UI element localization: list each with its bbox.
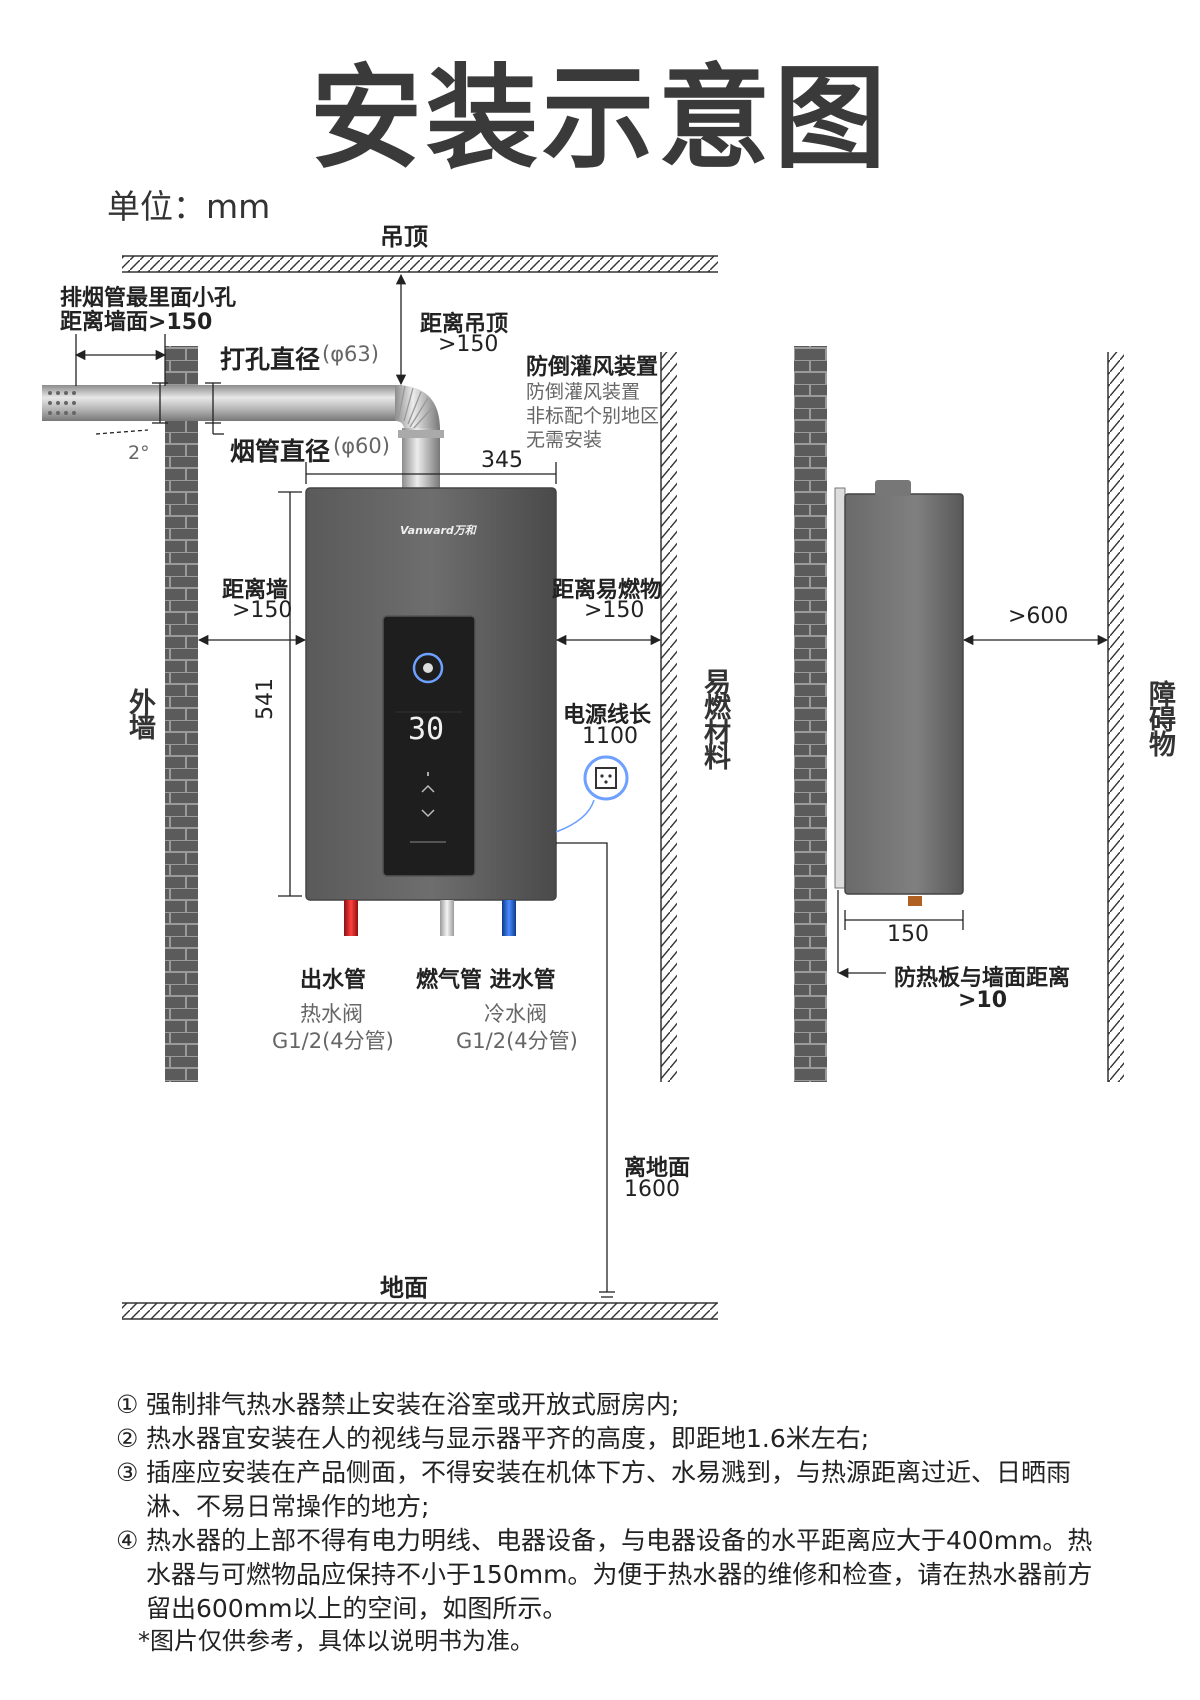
note-2: ② 热水器宜安装在人的视线与显示器平齐的高度，即距地1.6米左右; xyxy=(116,1422,1116,1456)
floor-distance-label-2: 1600 xyxy=(624,1177,680,1202)
wall-distance-label-2: >150 xyxy=(232,598,293,623)
water-heater-side xyxy=(834,480,964,906)
heat-shield-label-2: >10 xyxy=(958,988,1008,1013)
hot-valve-label: 热水阀 xyxy=(300,1002,363,1026)
temperature-display: 30 xyxy=(408,712,445,747)
gas-pipe xyxy=(440,900,454,936)
flue-hole-label-1: 排烟管最里面小孔 xyxy=(60,286,237,311)
wall-distance-label-1: 距离墙 xyxy=(222,578,289,603)
outlet-pipe-label: 出水管 xyxy=(300,968,367,993)
ceiling-label: 吊顶 xyxy=(380,223,428,251)
note-1: ① 强制排气热水器禁止安装在浴室或开放式厨房内; xyxy=(116,1388,1116,1422)
height-dimension: 541 xyxy=(253,678,278,720)
note-3: ③ 插座应安装在产品侧面，不得安装在机体下方、水易溅到，与热源距离过近、日晒雨淋… xyxy=(116,1456,1116,1524)
flammable-distance-label-1: 距离易燃物 xyxy=(552,578,663,603)
power-cord-label-2: 1100 xyxy=(582,724,638,749)
width-dimension: 345 xyxy=(481,448,523,473)
power-outlet-icon xyxy=(555,755,629,833)
drill-diameter-value: (φ63) xyxy=(322,342,379,366)
cold-water-pipe xyxy=(502,900,516,936)
note-number: ③ xyxy=(116,1458,139,1487)
floor-hatch xyxy=(122,1302,718,1320)
hot-water-pipe xyxy=(344,900,358,936)
depth-dimension: 150 xyxy=(887,922,929,947)
outer-wall-bricks xyxy=(165,346,198,1082)
dimension-lines xyxy=(74,273,1109,1298)
installation-notes: ① 强制排气热水器禁止安装在浴室或开放式厨房内; ② 热水器宜安装在人的视线与显… xyxy=(116,1388,1116,1626)
flammable-distance-label-2: >150 xyxy=(584,598,645,623)
side-wall-bricks xyxy=(794,346,827,1082)
note-number: ② xyxy=(116,1424,139,1453)
drill-diameter-label: 打孔直径 xyxy=(220,345,321,374)
note-4: ④ 热水器的上部不得有电力明线、电器设备，与电器设备的水平距离应大于400mm。… xyxy=(116,1524,1116,1626)
angle-label: 2° xyxy=(128,442,150,464)
flue-diameter-value: (φ60) xyxy=(333,434,390,458)
flue-diameter-label: 烟管直径 xyxy=(230,437,331,466)
note-text: 插座应安装在产品侧面，不得安装在机体下方、水易溅到，与热源距离过近、日晒雨淋、不… xyxy=(146,1458,1072,1521)
note-text: 热水器宜安装在人的视线与显示器平齐的高度，即距地1.6米左右; xyxy=(146,1424,870,1453)
water-heater-front xyxy=(305,487,557,901)
unit-label: 单位：mm xyxy=(107,187,271,226)
note-number: ① xyxy=(116,1390,139,1419)
heat-shield-label-1: 防热板与墙面距离 xyxy=(894,966,1071,991)
page-title: 安装示意图 xyxy=(310,54,890,184)
floor-label: 地面 xyxy=(380,1274,428,1302)
anti-backdraft-title: 防倒灌风装置 xyxy=(526,355,659,380)
ceiling-hatch xyxy=(122,255,718,273)
ceiling-distance-label-1: 距离吊顶 xyxy=(420,312,509,337)
flue-hole-label-2: 距离墙面>150 xyxy=(60,310,213,335)
note-text: 强制排气热水器禁止安装在浴室或开放式厨房内; xyxy=(146,1390,680,1419)
flammable-material-label: 易燃材料 xyxy=(699,668,730,768)
anti-backdraft-line-1: 防倒灌风装置 xyxy=(526,381,641,403)
obstacle-label: 障碍物 xyxy=(1144,680,1175,755)
gas-inlet-pipe-label: 燃气管 进水管 xyxy=(416,968,556,993)
outer-wall-label: 外墙 xyxy=(124,688,155,738)
footnote: *图片仅供参考，具体以说明书为准。 xyxy=(138,1627,534,1655)
anti-backdraft-line-2: 非标配个别地区 xyxy=(526,405,660,427)
ceiling-distance-label-2: >150 xyxy=(438,332,499,357)
obstacle-wall-hatch xyxy=(1107,352,1124,1082)
flue-pipe xyxy=(42,385,444,488)
floor-distance-label-1: 离地面 xyxy=(624,1156,691,1181)
cold-valve-label: 冷水阀 xyxy=(484,1002,547,1026)
front-clearance-label: >600 xyxy=(1008,604,1069,629)
note-text: 热水器的上部不得有电力明线、电器设备，与电器设备的水平距离应大于400mm。热水… xyxy=(146,1526,1093,1623)
hot-valve-spec: G1/2(4分管) xyxy=(272,1029,394,1053)
note-number: ④ xyxy=(116,1526,139,1555)
anti-backdraft-line-3: 无需安装 xyxy=(526,429,603,451)
brand-logo: Vanward万和 xyxy=(400,524,476,537)
power-cord-label-1: 电源线长 xyxy=(563,703,652,728)
flammable-wall-hatch xyxy=(660,352,677,1082)
cold-valve-spec: G1/2(4分管) xyxy=(456,1029,578,1053)
